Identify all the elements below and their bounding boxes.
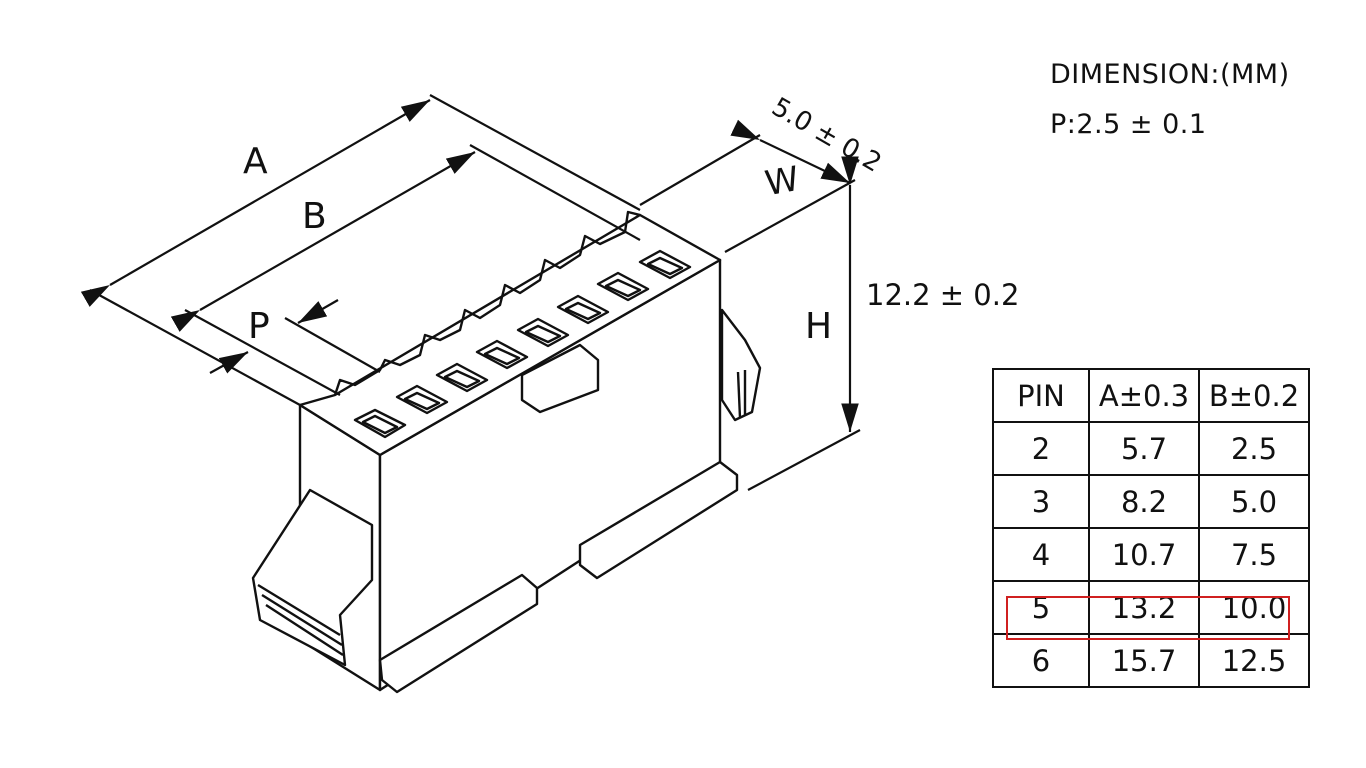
table-header-row: PIN A±0.3 B±0.2 [992,368,1310,423]
table-cell: 10.0 [1198,580,1310,635]
table-cell: 10.7 [1088,527,1200,582]
table-cell: 4 [992,527,1090,582]
table-row: 2 5.7 2.5 [992,421,1310,476]
bottom-rail-mid [578,460,739,580]
label-b: B [302,196,327,237]
label-h: H [805,306,832,347]
table-cell: 5.0 [1198,474,1310,529]
table-cell: 2.5 [1198,421,1310,476]
header-pin: PIN [992,368,1090,423]
front-latch [251,488,374,667]
rear-latch [720,308,762,422]
table-cell: 8.2 [1088,474,1200,529]
label-w: W [762,159,802,204]
header-b: B±0.2 [1198,368,1310,423]
table-row-highlighted: 5 13.2 10.0 [992,580,1310,635]
notes-block: DIMENSION:(MM) P:2.5 ± 0.1 [1050,50,1290,150]
table-cell: 12.5 [1198,633,1310,688]
label-p: P [248,306,270,347]
table-cell: 5 [992,580,1090,635]
table-row: 6 15.7 12.5 [992,633,1310,688]
label-a: A [243,141,268,182]
latch-block [520,343,600,414]
dim-line-b [170,151,476,332]
table-cell: 13.2 [1088,580,1200,635]
table-row: 3 8.2 5.0 [992,474,1310,529]
pin-cavities [353,249,692,439]
pitch-note: P:2.5 ± 0.1 [1050,109,1207,140]
table-cell: 7.5 [1198,527,1310,582]
table-cell: 6 [992,633,1090,688]
dim-line-w [730,119,851,184]
table-row: 4 10.7 7.5 [992,527,1310,582]
table-cell: 5.7 [1088,421,1200,476]
pin-dimension-table: PIN A±0.3 B±0.2 2 5.7 2.5 3 8.2 5.0 4 10… [992,368,1310,688]
table-cell: 2 [992,421,1090,476]
dim-line-a [80,99,431,307]
table-cell: 3 [992,474,1090,529]
table-cell: 15.7 [1088,633,1200,688]
top-ridge [333,210,641,396]
header-a: A±0.3 [1088,368,1200,423]
bottom-rail-left [378,573,539,694]
label-height-tolerance: 12.2 ± 0.2 [866,278,1019,312]
dimension-unit-note: DIMENSION:(MM) [1050,59,1290,90]
